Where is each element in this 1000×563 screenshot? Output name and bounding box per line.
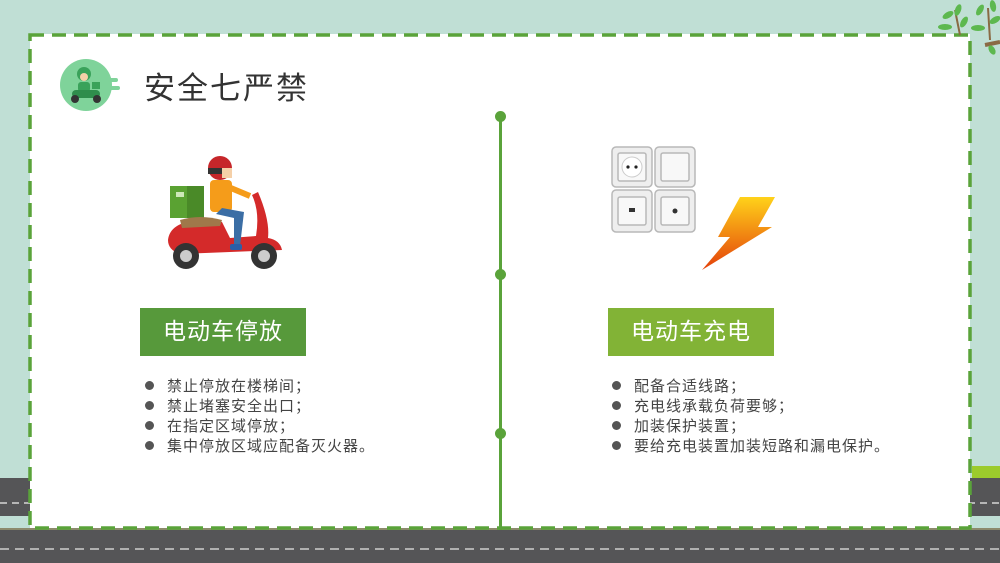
list-item: 配备合适线路； — [612, 376, 890, 396]
section-heading-parking: 电动车停放 — [140, 308, 306, 356]
title-block: 安全七严禁 — [60, 58, 309, 112]
page-title: 安全七严禁 — [144, 70, 309, 107]
list-item: 加装保护装置； — [612, 416, 890, 436]
road-left — [0, 478, 30, 516]
list-item: 在指定区域停放； — [145, 416, 375, 436]
scooter-rider-icon — [168, 156, 282, 269]
rider-logo-icon — [60, 59, 120, 111]
road-right — [968, 478, 1000, 516]
divider-dot — [495, 428, 506, 439]
grass-strip — [972, 466, 1000, 478]
divider-dot — [495, 111, 506, 122]
list-item: 充电线承载负荷要够； — [612, 396, 890, 416]
list-item: 禁止堵塞安全出口； — [145, 396, 375, 416]
divider-dot — [495, 269, 506, 280]
center-divider — [499, 116, 502, 530]
power-outlet-lightning-icon — [611, 146, 775, 270]
list-item: 要给充电装置加装短路和漏电保护。 — [612, 436, 890, 456]
section-heading-charging: 电动车充电 — [608, 308, 774, 356]
list-item: 集中停放区域应配备灭火器。 — [145, 436, 375, 456]
charging-rules-list: 配备合适线路； 充电线承载负荷要够； 加装保护装置； 要给充电装置加装短路和漏电… — [612, 376, 890, 456]
parking-rules-list: 禁止停放在楼梯间； 禁止堵塞安全出口； 在指定区域停放； 集中停放区域应配备灭火… — [145, 376, 375, 456]
leaves-decoration-icon — [938, 0, 1000, 55]
road-bottom — [0, 528, 1000, 563]
list-item: 禁止停放在楼梯间； — [145, 376, 375, 396]
